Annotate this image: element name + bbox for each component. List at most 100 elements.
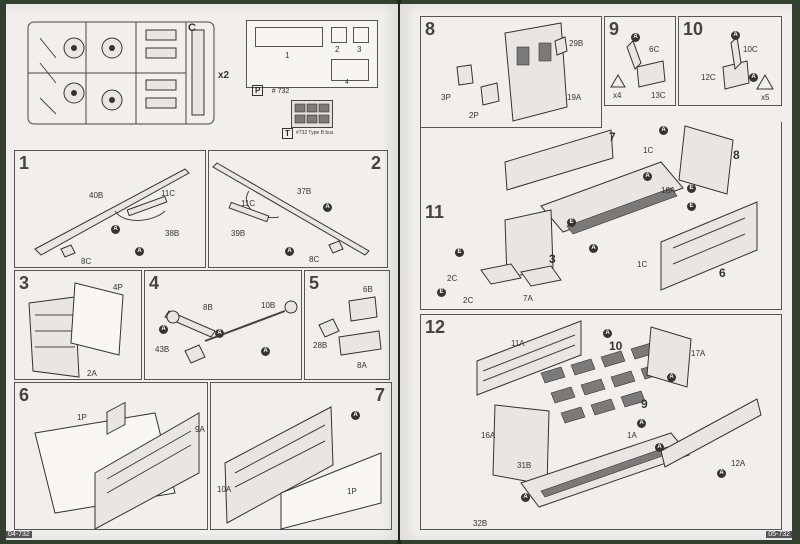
- page-number-left: 04-732: [6, 531, 32, 538]
- step-10-drawing: [722, 35, 774, 90]
- step-7-part-1P: 1P: [347, 487, 357, 496]
- step-number: 10: [683, 19, 704, 39]
- t-caption: #732 Type B bus: [296, 130, 334, 136]
- step-9-part-13C: 13C: [651, 91, 666, 100]
- marker-e: E: [437, 288, 446, 297]
- step-12-part-31B: 31B: [517, 461, 532, 470]
- step-number: 11: [425, 202, 445, 222]
- step-10-panel: 10 10C 12C x5 A A: [678, 16, 782, 106]
- right-page: 8 29B 3P 2P 19A 9 6C 13C x4 A: [400, 4, 792, 540]
- marker-a: A: [655, 443, 664, 452]
- step-number: 12: [425, 317, 446, 337]
- marker-a: A: [159, 325, 168, 334]
- marker-a: A: [631, 33, 640, 42]
- step-number: 4: [149, 273, 160, 293]
- decal-2-label: 2: [335, 45, 340, 54]
- step-11-panel: 11 7 1C 18A 8 6 3 2C 2C 7A 1C A A: [420, 122, 782, 310]
- p-badge: P: [252, 85, 264, 96]
- step-number: 6: [19, 385, 30, 405]
- step-8-panel: 8 29B 3P 2P 19A: [420, 16, 602, 128]
- step-9-panel: 9 6C 13C x4 A: [604, 16, 676, 106]
- step-3-panel: 3 4P 2A: [14, 270, 142, 380]
- step-12-part-16A: 16A: [481, 431, 496, 440]
- marker-a: A: [111, 225, 120, 234]
- step-2-part-11C: 11C: [241, 199, 256, 208]
- step-6-part-1P: 1P: [77, 413, 87, 422]
- step-1-part-38B: 38B: [165, 229, 180, 238]
- step-11-part-1C-bottom: 1C: [637, 260, 648, 269]
- marker-a: A: [717, 469, 726, 478]
- step-11-part-1C-top: 1C: [643, 146, 654, 155]
- sprue-diagram: C: [26, 18, 216, 128]
- step-8-part-19A: 19A: [567, 93, 582, 102]
- step-4-part-8B: 8B: [203, 303, 213, 312]
- step-5-drawing: [318, 296, 382, 356]
- marker-a: A: [667, 373, 676, 382]
- decal-sheet: 1 2 3 4: [246, 20, 378, 88]
- decal-4-label: 4: [345, 79, 349, 86]
- gutter: [397, 0, 401, 544]
- marker-e: E: [687, 184, 696, 193]
- step-12-part-11A: 11A: [511, 339, 525, 348]
- photo-etch-drawing: [294, 103, 330, 124]
- marker-a: A: [749, 73, 758, 82]
- step-4-part-43B: 43B: [155, 345, 170, 354]
- left-page: C x2 1 2 3 4 P # 732 T #732 Type B bus: [6, 4, 398, 540]
- step-7-drawing: [224, 406, 382, 530]
- step-5-panel: 5 6B 28B 8A: [304, 270, 390, 380]
- step-5-part-6B: 6B: [363, 285, 373, 294]
- step-3-drawing: [28, 282, 124, 378]
- sprue-multiplier: x2: [218, 70, 230, 81]
- step-10-part-10C: 10C: [743, 45, 758, 54]
- step-4-part-10B: 10B: [261, 301, 276, 310]
- step-10-multiplier: x5: [761, 93, 770, 102]
- step-1-panel: 1 40B 11C 38B 8C A A: [14, 150, 206, 268]
- step-number: 1: [19, 153, 30, 173]
- step-6-panel: 6 1P 9A: [14, 382, 208, 530]
- step-3-part-2A: 2A: [87, 369, 97, 378]
- step-number: 5: [309, 273, 320, 293]
- step-11-part-2C-a: 2C: [447, 274, 458, 283]
- p-text: # 732: [271, 88, 290, 95]
- decal-3: [353, 27, 369, 43]
- step-7-part-10A: 10A: [217, 485, 232, 494]
- step-12-part-12A: 12A: [731, 459, 746, 468]
- marker-a: A: [603, 329, 612, 338]
- step-8-part-29B: 29B: [569, 39, 584, 48]
- step-number: 8: [425, 19, 436, 39]
- decal-2: [331, 27, 347, 43]
- step-11-part-7: 7: [609, 130, 616, 144]
- step-12-part-10: 10: [609, 339, 623, 353]
- step-5-part-28B: 28B: [313, 341, 328, 350]
- step-1-part-11C: 11C: [161, 189, 176, 198]
- marker-a: A: [731, 31, 740, 40]
- decal-1: [255, 27, 323, 47]
- step-2-part-37B: 37B: [297, 187, 312, 196]
- step-2-drawing: [212, 162, 370, 256]
- step-12-drawing: [476, 320, 762, 508]
- t-badge: T: [282, 128, 293, 139]
- marker-a: A: [215, 329, 224, 338]
- marker-a: A: [135, 247, 144, 256]
- step-8-part-3P: 3P: [441, 93, 451, 102]
- step-9-multiplier: x4: [613, 91, 622, 100]
- marker-a: A: [643, 172, 652, 181]
- step-11-part-3: 3: [549, 252, 556, 266]
- step-2-part-8C: 8C: [309, 255, 320, 264]
- step-3-part-4P: 4P: [113, 283, 123, 292]
- decal-1-label: 1: [285, 51, 290, 60]
- step-2-panel: 2 37B 11C 39B 8C A A: [208, 150, 388, 268]
- marker-a: A: [261, 347, 270, 356]
- marker-e: E: [455, 248, 464, 257]
- step-11-drawing: [480, 125, 758, 291]
- step-12-part-1A: 1A: [627, 431, 637, 440]
- step-1-part-40B: 40B: [89, 191, 104, 200]
- marker-a: A: [521, 493, 530, 502]
- step-9-drawing: [610, 40, 666, 88]
- decal-3-label: 3: [357, 45, 362, 54]
- step-6-drawing: [34, 401, 200, 530]
- step-11-part-18A: 18A: [661, 186, 676, 195]
- step-4-panel: 4 8B 10B 43B A A A: [144, 270, 302, 380]
- step-6-part-9A: 9A: [195, 425, 205, 434]
- step-10-part-12C: 12C: [701, 73, 716, 82]
